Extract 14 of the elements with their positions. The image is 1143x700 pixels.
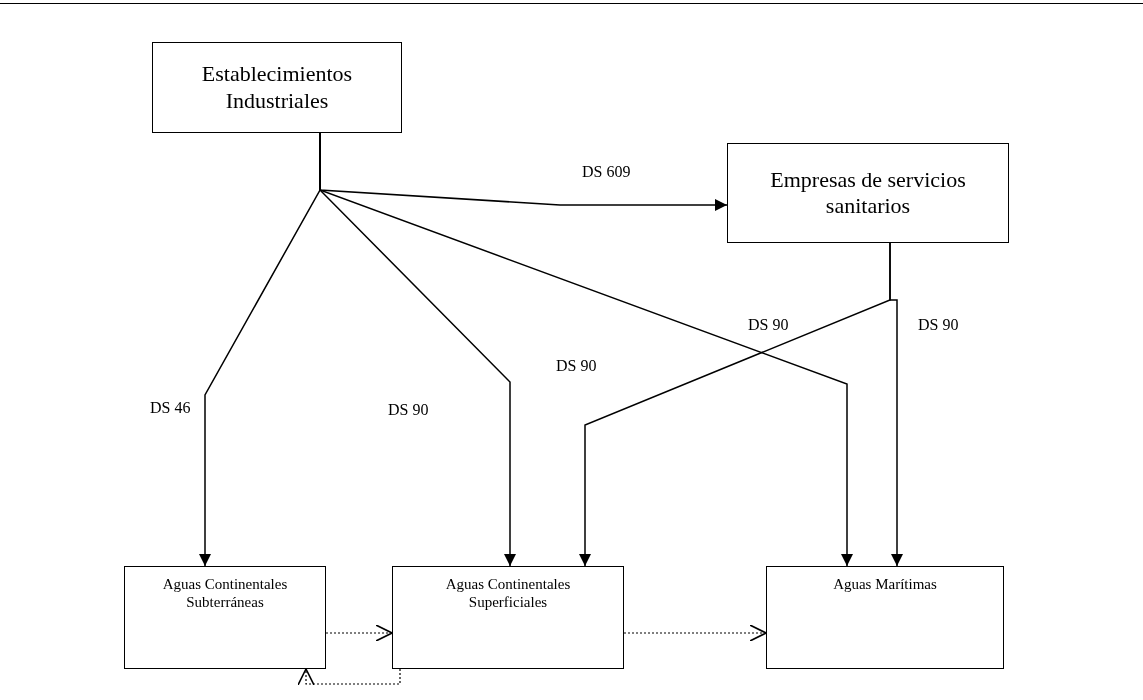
- arrow: [325, 624, 393, 642]
- process-box: [766, 566, 1004, 669]
- arrow: [297, 668, 401, 686]
- box-label: Aguas Marítimas: [833, 575, 937, 593]
- process-box: [152, 42, 402, 133]
- box-label: Aguas Continentales Superficiales: [444, 575, 572, 611]
- box-label: Empresas de servicios sanitarios: [769, 166, 967, 220]
- process-box: [392, 566, 624, 669]
- box-label: Aguas Continentales Subterráneas: [161, 575, 289, 611]
- arrow: [623, 624, 767, 642]
- arrow: [889, 242, 903, 567]
- process-box: [727, 143, 1009, 243]
- process-box: [124, 566, 326, 669]
- box-label: Establecimientos Industriales: [200, 61, 354, 114]
